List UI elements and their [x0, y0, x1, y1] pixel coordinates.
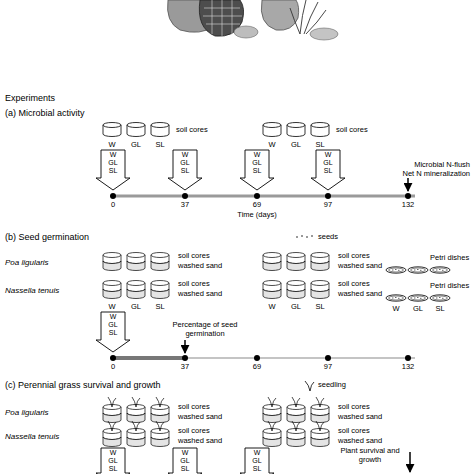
species-name: Poa ligularis	[5, 408, 49, 417]
treatment-arrow: W GL SL	[240, 150, 274, 178]
measurement-note: Percentage of seed germination	[165, 320, 245, 338]
treatment-list: W GL SL	[250, 448, 264, 473]
measurement-note: Microbial N-flush	[414, 160, 470, 169]
treatment-label: W	[268, 302, 275, 311]
treatment-arrow: W GL SL	[168, 448, 202, 473]
axis-tick: 0	[111, 200, 115, 209]
part-label: washed sand	[178, 436, 222, 445]
seed-marker	[296, 236, 313, 237]
timeline	[110, 340, 415, 361]
marker-label: seeds	[318, 232, 338, 241]
section-heading: Experiments	[5, 93, 55, 104]
axis-tick: 69	[253, 200, 261, 209]
section-heading: (a) Microbial activity	[5, 108, 85, 119]
measurement-note: Net N mineralization	[402, 169, 470, 178]
part-label: Petri dishes	[430, 253, 469, 262]
treatment-label: GL	[291, 140, 301, 149]
species-name: Poa ligularis	[5, 258, 49, 267]
part-label: washed sand	[338, 436, 382, 445]
marker-label: seedling	[318, 380, 346, 389]
treatment-label: GL	[131, 302, 141, 311]
species-name: Nassella tenuis	[5, 432, 59, 441]
treatment-arrow: W GL SL	[96, 150, 130, 178]
axis-tick: 132	[402, 362, 415, 371]
treatment-arrow: W GL SL	[311, 150, 345, 178]
part-label: Petri dishes	[430, 281, 469, 290]
soil-core-symbols	[103, 253, 329, 299]
soil-core-symbols	[103, 123, 329, 137]
species-name: Nassella tenuis	[5, 286, 59, 295]
treatment-arrow: W GL SL	[168, 150, 202, 178]
measurement-arrow	[409, 452, 411, 472]
axis-tick: 69	[253, 362, 261, 371]
part-label: washed sand	[338, 412, 382, 421]
treatment-label: SL	[315, 302, 324, 311]
part-label: soil cores	[338, 426, 370, 435]
treatment-list: W GL SL	[178, 448, 192, 473]
treatment-list: W GL SL	[178, 150, 192, 175]
section-heading: (b) Seed germination	[5, 232, 89, 243]
treatment-label: GL	[131, 140, 141, 149]
treatment-list: W GL SL	[106, 312, 120, 337]
treatment-label: SL	[155, 302, 164, 311]
part-label: soil cores	[178, 251, 210, 260]
axis-tick: 132	[402, 200, 415, 209]
part-label: soil cores	[178, 279, 210, 288]
treatment-label: GL	[413, 304, 423, 313]
part-label: soil cores	[178, 426, 210, 435]
treatment-list: W GL SL	[250, 150, 264, 175]
treatment-arrow: W GL SL	[240, 448, 274, 473]
treatment-list: W GL SL	[106, 448, 120, 473]
treatment-label: GL	[291, 302, 301, 311]
treatment-label: W	[268, 140, 275, 149]
soil-core-symbols	[103, 397, 329, 447]
part-label: soil cores	[338, 279, 370, 288]
axis-tick: 37	[181, 362, 189, 371]
plant-illustration	[168, 0, 339, 40]
part-label: washed sand	[338, 261, 382, 270]
part-label: washed sand	[178, 261, 222, 270]
treatment-label: SL	[435, 304, 444, 313]
axis-tick: 37	[181, 200, 189, 209]
axis-tick: 97	[324, 200, 332, 209]
treatment-arrow: W GL SL	[96, 448, 130, 473]
treatment-label: W	[108, 140, 115, 149]
part-label: washed sand	[338, 289, 382, 298]
treatment-label: W	[392, 304, 399, 313]
section-heading: (c) Perennial grass survival and growth	[5, 380, 161, 391]
treatment-label: SL	[155, 140, 164, 149]
treatment-list: W GL SL	[106, 150, 120, 175]
part-label: soil cores	[178, 402, 210, 411]
treatment-arrow: W GL SL	[96, 312, 130, 340]
part-label: washed sand	[178, 412, 222, 421]
treatment-label: SL	[315, 140, 324, 149]
seedling-marker	[305, 381, 314, 391]
measurement-note: Plant survival and growth	[338, 446, 402, 464]
axis-title: Time (days)	[237, 210, 276, 219]
treatment-list: W GL SL	[321, 150, 335, 175]
axis-tick: 97	[324, 362, 332, 371]
part-label: soil cores	[338, 402, 370, 411]
axis-tick: 0	[111, 362, 115, 371]
part-label: soil cores	[176, 125, 208, 134]
part-label: washed sand	[178, 289, 222, 298]
part-label: soil cores	[336, 125, 368, 134]
part-label: soil cores	[338, 251, 370, 260]
treatment-label: W	[108, 302, 115, 311]
